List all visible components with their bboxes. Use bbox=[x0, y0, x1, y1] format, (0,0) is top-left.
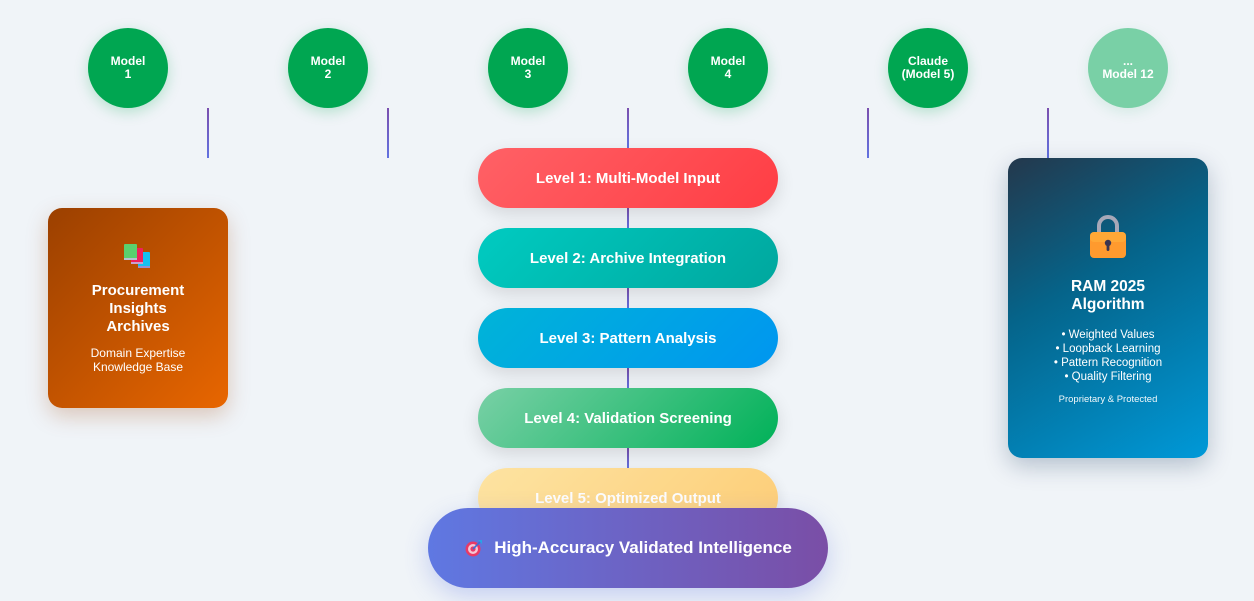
connector-line bbox=[867, 108, 869, 158]
archives-title: Procurement Insights Archives bbox=[91, 282, 185, 335]
model-node-12: ... Model 12 bbox=[1088, 28, 1168, 108]
feature-item: • Weighted Values bbox=[1061, 328, 1155, 341]
level-2-pill: Level 2: Archive Integration bbox=[478, 228, 778, 288]
level-label: Level 5: Optimized Output bbox=[535, 489, 721, 507]
level-4-pill: Level 4: Validation Screening bbox=[478, 388, 778, 448]
connector-line bbox=[387, 108, 389, 158]
output-label: High-Accuracy Validated Intelligence bbox=[494, 538, 792, 557]
algorithm-title: RAM 2025 Algorithm bbox=[1070, 277, 1146, 313]
level-label: Level 2: Archive Integration bbox=[529, 249, 727, 267]
level-3-pill: Level 3: Pattern Analysis bbox=[478, 308, 778, 368]
feature-item: • Quality Filtering bbox=[1064, 370, 1152, 383]
model-node-3: Model 3 bbox=[488, 28, 568, 108]
level-label: Level 4: Validation Screening bbox=[524, 409, 732, 427]
level-connector bbox=[627, 288, 629, 308]
feature-item: • Loopback Learning bbox=[1055, 342, 1161, 355]
level-label: Level 1: Multi-Model Input bbox=[535, 169, 721, 187]
algorithm-card: RAM 2025 Algorithm • Weighted Values • L… bbox=[1008, 158, 1208, 458]
level-connector bbox=[627, 448, 629, 468]
target-icon bbox=[465, 540, 483, 557]
algorithm-features: • Weighted Values • Loopback Learning • … bbox=[1054, 328, 1162, 384]
model-node-2: Model 2 bbox=[288, 28, 368, 108]
connector-line bbox=[207, 108, 209, 158]
archives-subtitle: Domain Expertise Knowledge Base bbox=[90, 346, 186, 374]
level-connector bbox=[627, 368, 629, 388]
level-label: Level 3: Pattern Analysis bbox=[539, 329, 717, 347]
output-pill: High-Accuracy Validated Intelligence bbox=[428, 508, 828, 588]
connector-line bbox=[627, 108, 629, 148]
lock-icon bbox=[1090, 214, 1126, 258]
connector-line bbox=[1047, 108, 1049, 158]
algorithm-note: Proprietary & Protected bbox=[1058, 393, 1158, 405]
books-icon bbox=[124, 244, 150, 268]
feature-item: • Pattern Recognition bbox=[1053, 356, 1163, 369]
archives-card: Procurement Insights Archives Domain Exp… bbox=[48, 208, 228, 408]
model-node-4: Model 4 bbox=[688, 28, 768, 108]
model-node-1: Model 1 bbox=[88, 28, 168, 108]
model-node-claude: Claude (Model 5) bbox=[888, 28, 968, 108]
level-1-pill: Level 1: Multi-Model Input bbox=[478, 148, 778, 208]
level-connector bbox=[627, 208, 629, 228]
